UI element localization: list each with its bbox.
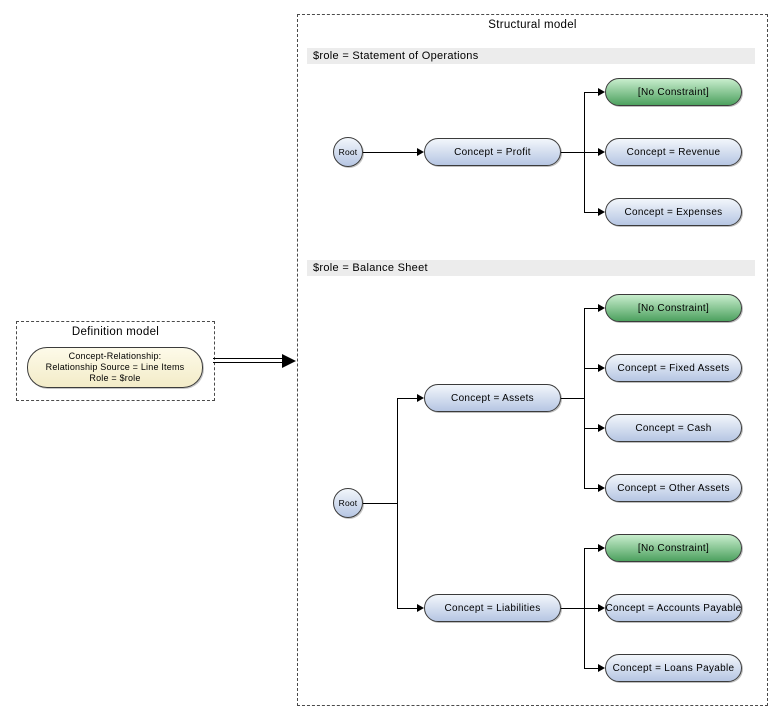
edge-line	[584, 488, 598, 489]
edge-arrowhead	[598, 148, 605, 156]
structural-model-box: Structural model	[297, 14, 768, 706]
node-no-constraint-2: [No Constraint]	[605, 294, 742, 322]
node-concept-fixed-assets: Concept = Fixed Assets	[605, 354, 742, 382]
root-label: Root	[338, 498, 358, 508]
edge-arrowhead	[598, 544, 605, 552]
edge-line	[584, 308, 598, 309]
edge-arrowhead	[598, 208, 605, 216]
edge-arrowhead	[598, 364, 605, 372]
node-no-constraint-3: [No Constraint]	[605, 534, 742, 562]
edge-arrowhead	[417, 148, 424, 156]
role-band-statement-of-operations: $role = Statement of Operations	[307, 48, 755, 64]
root-label: Root	[338, 147, 358, 157]
edge-line	[363, 152, 417, 153]
node-concept-cash: Concept = Cash	[605, 414, 742, 442]
node-concept-expenses: Concept = Expenses	[605, 198, 742, 226]
edge-line	[363, 503, 398, 504]
node-concept-profit: Concept = Profit	[424, 138, 561, 166]
edge-line	[584, 368, 598, 369]
definition-to-structural-arrow-line	[213, 358, 283, 363]
edge-arrowhead	[598, 88, 605, 96]
edge-arrowhead	[417, 394, 424, 402]
edge-line	[397, 398, 417, 399]
edge-line	[584, 212, 598, 213]
edge-line	[397, 608, 417, 609]
edge-line	[397, 398, 398, 609]
concept-relationship-line-1: Concept-Relationship:	[68, 351, 162, 361]
node-no-constraint-1: [No Constraint]	[605, 78, 742, 106]
edge-arrowhead	[598, 424, 605, 432]
edge-line	[584, 152, 598, 153]
edge-arrowhead	[598, 604, 605, 612]
edge-line	[584, 668, 598, 669]
node-concept-liabilities: Concept = Liabilities	[424, 594, 561, 622]
edge-line	[584, 608, 598, 609]
structural-model-title: Structural model	[488, 19, 577, 31]
edge-line	[584, 92, 598, 93]
node-concept-assets: Concept = Assets	[424, 384, 561, 412]
edge-arrowhead	[598, 484, 605, 492]
node-root-statement: Root	[333, 137, 363, 167]
edge-arrowhead	[598, 664, 605, 672]
edge-arrowhead	[598, 304, 605, 312]
definition-model-box: Definition model	[16, 321, 215, 401]
edge-line	[561, 152, 585, 153]
node-concept-accounts-payable: Concept = Accounts Payable	[605, 594, 742, 622]
edge-line	[561, 608, 585, 609]
role-band-balance-sheet: $role = Balance Sheet	[307, 260, 755, 276]
definition-to-structural-arrowhead	[282, 354, 296, 368]
node-concept-loans-payable: Concept = Loans Payable	[605, 654, 742, 682]
edge-line	[584, 308, 585, 489]
definition-model-title: Definition model	[71, 326, 160, 338]
node-concept-relationship: Concept-Relationship: Relationship Sourc…	[27, 347, 203, 388]
concept-relationship-line-2: Relationship Source = Line Items	[45, 362, 185, 372]
concept-relationship-line-3: Role = $role	[89, 373, 141, 383]
edge-line	[584, 428, 598, 429]
edge-arrowhead	[417, 604, 424, 612]
edge-line	[561, 398, 585, 399]
node-root-balance: Root	[333, 488, 363, 518]
node-concept-revenue: Concept = Revenue	[605, 138, 742, 166]
edge-line	[584, 548, 598, 549]
node-concept-other-assets: Concept = Other Assets	[605, 474, 742, 502]
